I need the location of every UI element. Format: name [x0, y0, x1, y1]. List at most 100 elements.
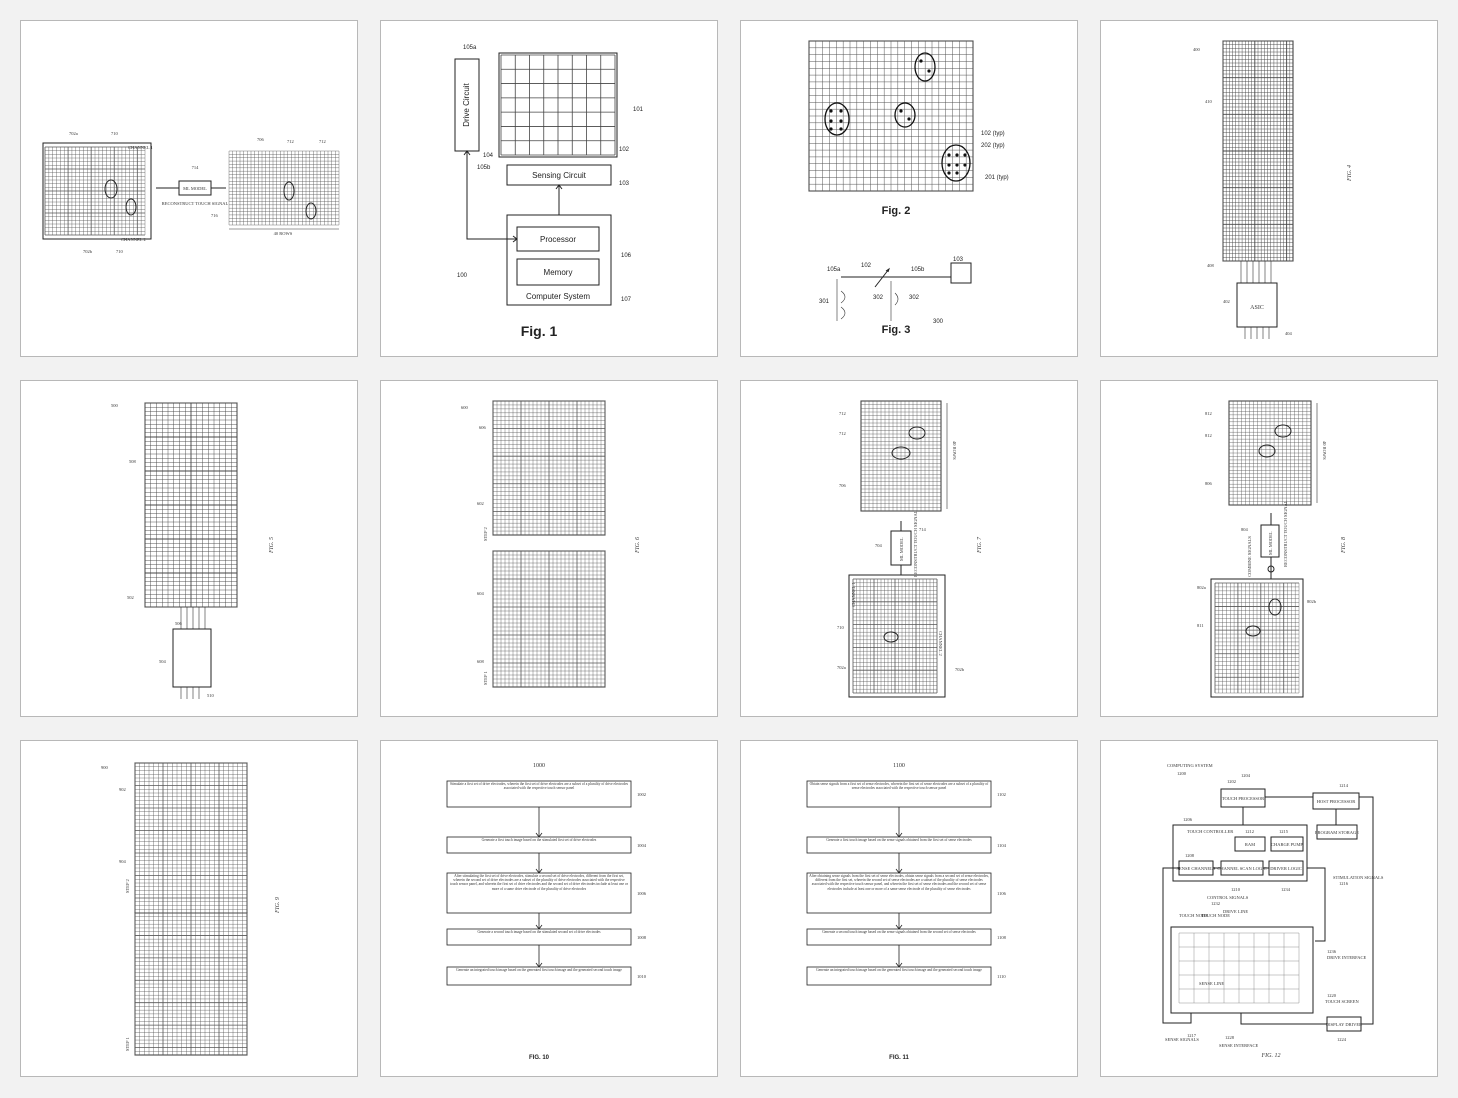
figure-tile-1[interactable]: ML MODEL 714 RECONSTRUCT TOUCH SIGNAL 71… — [20, 20, 358, 357]
flowchart-step-box — [806, 966, 992, 986]
fig-2-3-diagram: 102 (typ) 202 (typ) 201 (typ) Fig. 2 105… — [808, 40, 1009, 336]
touch-screen-label: TOUCH SCREEN — [1325, 999, 1360, 1004]
figure-tile-3[interactable]: 102 (typ) 202 (typ) 201 (typ) Fig. 2 105… — [740, 20, 1078, 357]
ref-label: 1204 — [1241, 773, 1251, 778]
rows-label: 40 ROWS — [1322, 441, 1327, 460]
figure-tile-2[interactable]: Drive Circuit Sensing Circuit Processor … — [380, 20, 718, 357]
ref-label: 102 — [619, 147, 630, 153]
output-grid — [860, 400, 942, 512]
ref-label: 107 — [621, 297, 632, 303]
ref-label: 804 — [1241, 527, 1249, 532]
ref-label: 702b — [83, 249, 93, 254]
flowchart-arrow — [895, 945, 903, 968]
ref-label: 506 — [175, 621, 183, 626]
touch-screen-frame — [1170, 926, 1314, 1014]
ref-label: 802a — [1197, 585, 1206, 590]
flowchart-step-box — [446, 966, 632, 986]
ref-label: 602 — [477, 501, 484, 506]
flowchart-step-box — [806, 780, 992, 808]
ref-label: 706 — [257, 137, 265, 142]
flowchart-steps: Obtain sense signals from a first set of… — [806, 780, 1007, 986]
ref-label: 102 — [861, 263, 872, 269]
figure-tile-10[interactable]: 1000 Stimulate a first set of drive elec… — [380, 740, 718, 1077]
ref-label: 812 — [1205, 411, 1212, 416]
figure-tile-11[interactable]: 1100 Obtain sense signals from a first s… — [740, 740, 1078, 1077]
figure-tile-6[interactable]: STEP 2 STEP 1 FIG. 6 600 606 602 604 608 — [380, 380, 718, 717]
figure-caption: FIG. 6 — [635, 537, 641, 554]
fig-1-diagram: Drive Circuit Sensing Circuit Processor … — [454, 45, 644, 339]
ref-label: 201 (typ) — [985, 175, 1009, 181]
touch-blob — [305, 202, 317, 220]
ref-label: 712 — [839, 431, 846, 436]
flowchart-arrow — [535, 853, 543, 874]
channel-scan-logic-label: CHANNEL SCAN LOGIC — [1217, 866, 1266, 871]
figure-tile-8[interactable]: 40 ROWS ML MODEL RECONSTRUCT TOUCH SIGNA… — [1100, 380, 1438, 717]
ref-label: 900 — [101, 765, 109, 770]
flowchart-step-ref: 1004 — [637, 843, 647, 848]
asic-label: ASIC — [1250, 305, 1264, 311]
flowchart-step-ref: 1104 — [997, 843, 1007, 848]
ref-label: 103 — [953, 257, 964, 263]
ref-label: 302 — [873, 295, 884, 301]
flowchart-arrow — [535, 807, 543, 838]
flowchart-step-ref: 1006 — [637, 891, 647, 896]
figure-caption: FIG. 11 — [889, 1055, 909, 1061]
figure-tile-5[interactable]: FIG. 5 500 508 502 504 506 510 — [20, 380, 358, 717]
fig-12-diagram: COMPUTING SYSTEM 1200 TOUCH PROCESSOR 12… — [1162, 763, 1384, 1059]
flowchart-arrow — [895, 807, 903, 838]
touch-region — [894, 102, 916, 128]
channel-grid-1 — [44, 146, 146, 236]
sense-line-label: SENSE LINE — [1199, 981, 1224, 986]
touch-blob — [104, 179, 118, 199]
ml-model-label: ML MODEL — [899, 537, 904, 561]
touch-node-label: TOUCH NODE — [1201, 913, 1230, 918]
figure-tile-7[interactable]: 40 ROWS ML MODEL RECONSTRUCT TOUCH SIGNA… — [740, 380, 1078, 717]
ref-label: 410 — [1205, 99, 1213, 104]
figure-caption: Fig. 1 — [521, 323, 558, 339]
step-1-label: STEP 1 — [125, 1037, 130, 1051]
flowchart-number: 1000 — [533, 763, 545, 769]
flowchart-arrow — [895, 853, 903, 874]
touch-panel-grid — [808, 40, 974, 192]
touch-node-label: TOUCH NODE — [1179, 913, 1208, 918]
ref-label: 811 — [1197, 623, 1204, 628]
program-storage-label: PROGRAM STORAGE — [1315, 830, 1359, 835]
combine-node — [1267, 565, 1275, 573]
ref-label: 1216 — [1339, 881, 1349, 886]
ref-label: 1220 — [1327, 993, 1337, 998]
flowchart-step-ref: 1110 — [997, 974, 1006, 979]
figure-tile-9[interactable]: STEP 2 STEP 1 FIG. 9 900 902 904 — [20, 740, 358, 1077]
program-storage-box — [1316, 824, 1358, 840]
flowchart-step-text: Stimulate a first set of drive electrode… — [449, 782, 629, 791]
ref-label: 104 — [483, 153, 494, 159]
ref-label: 1228 — [1225, 1035, 1235, 1040]
ref-label: 101 — [633, 107, 644, 113]
flowchart-step-text: Generate an integrated touch image based… — [816, 968, 982, 972]
reconstruct-label: RECONSTRUCT TOUCH SIGNAL — [913, 510, 918, 577]
flowchart-step-text: Generate a second touch image based on t… — [477, 930, 601, 934]
computer-system-label: Computer System — [526, 292, 590, 301]
figure-caption: FIG. 8 — [1341, 537, 1347, 554]
step-2-grid — [134, 762, 248, 914]
controller-box — [172, 628, 212, 688]
ref-label: 202 (typ) — [981, 143, 1005, 149]
fig-10-flowchart: 1000 Stimulate a first set of drive elec… — [446, 763, 647, 1061]
step-2-label: STEP 2 — [125, 879, 130, 893]
figure-tile-12[interactable]: COMPUTING SYSTEM 1200 TOUCH PROCESSOR 12… — [1100, 740, 1438, 1077]
ref-label: 400 — [1193, 47, 1201, 52]
flowchart-step-ref: 1108 — [997, 935, 1007, 940]
drive-circuit-label: Drive Circuit — [462, 82, 471, 126]
figure-tile-4[interactable]: ASIC FIG. 4 400 410 402 404 408 — [1100, 20, 1438, 357]
ref-label: 105b — [477, 165, 491, 171]
electrode-grid — [500, 54, 616, 156]
ref-label: 502 — [127, 595, 134, 600]
ref-label: 904 — [119, 859, 127, 864]
ml-model-box — [1260, 524, 1280, 558]
figure-caption: FIG. 4 — [1346, 165, 1353, 182]
figure-caption: FIG. 5 — [269, 537, 275, 554]
flowchart-step-text: Generate a first touch image based on th… — [826, 838, 972, 842]
asic-box — [1236, 282, 1278, 328]
electrode-array-grid — [1222, 40, 1294, 262]
step-2-grid — [492, 400, 606, 536]
touch-screen-grid — [1178, 932, 1300, 1004]
